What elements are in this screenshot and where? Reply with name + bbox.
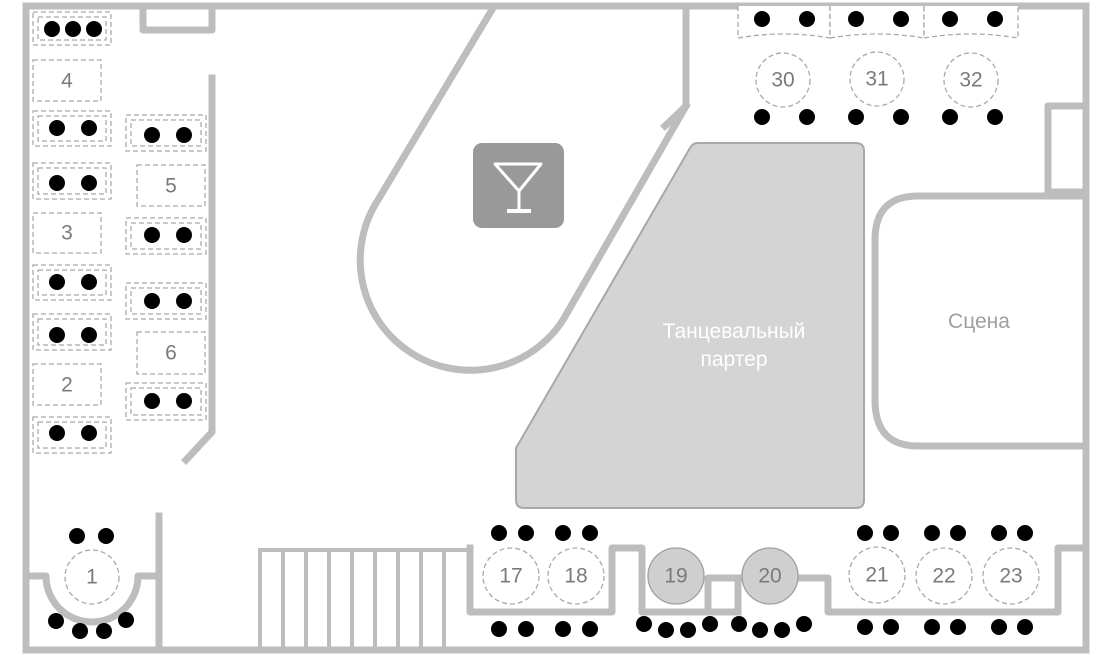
table-20[interactable]: 20 — [741, 547, 799, 605]
table-3-label: 3 — [61, 222, 73, 245]
table-1[interactable]: 1 — [48, 528, 134, 639]
dance-floor: Танцевальный партер — [515, 142, 865, 509]
stage-label: Сцена — [948, 310, 1010, 333]
seat-block[interactable] — [125, 217, 207, 255]
table-3[interactable]: 3 — [32, 212, 102, 254]
table-30[interactable]: 30 — [755, 52, 811, 108]
table-18-label: 18 — [564, 565, 587, 588]
table-32[interactable]: 32 — [943, 52, 999, 108]
table-23-label: 23 — [999, 565, 1022, 588]
second-column-tables: 5 6 — [125, 114, 207, 421]
table-30-label: 30 — [771, 69, 794, 92]
bottom-tables: 17 18 19 20 21 22 — [482, 525, 1040, 638]
seat-block[interactable] — [32, 416, 112, 454]
table-17-label: 17 — [499, 565, 522, 588]
table-23[interactable]: 23 — [982, 547, 1040, 605]
seat-block[interactable] — [32, 264, 112, 301]
table-1-label: 1 — [86, 566, 98, 589]
table-31[interactable]: 31 — [849, 51, 905, 107]
table-20-label: 20 — [758, 565, 781, 588]
seat-block[interactable] — [125, 114, 207, 152]
table-5[interactable]: 5 — [136, 164, 206, 207]
table-4[interactable]: 4 — [32, 59, 102, 102]
table-22-label: 22 — [932, 565, 955, 588]
seat-block[interactable] — [32, 11, 112, 46]
cocktail-glass-icon — [473, 143, 564, 228]
table-19[interactable]: 19 — [647, 547, 705, 605]
table-2[interactable]: 2 — [32, 363, 102, 406]
table-6-label: 6 — [165, 342, 177, 365]
table-22[interactable]: 22 — [915, 547, 973, 605]
table-17[interactable]: 17 — [482, 547, 540, 605]
table-32-label: 32 — [959, 69, 982, 92]
left-tables: 4 3 2 — [32, 11, 112, 454]
seat-block[interactable] — [125, 282, 207, 320]
seat-block[interactable] — [125, 382, 207, 421]
seat-block[interactable] — [32, 110, 112, 147]
walls — [22, 2, 1090, 654]
table-4-label: 4 — [61, 70, 73, 93]
seat-block[interactable] — [32, 313, 112, 351]
table-31-label: 31 — [865, 68, 888, 91]
table-2-label: 2 — [61, 374, 73, 397]
top-booths: 30 31 32 — [737, 6, 1019, 125]
table-18[interactable]: 18 — [547, 547, 605, 605]
table-21[interactable]: 21 — [848, 546, 906, 604]
seat-block[interactable] — [32, 162, 112, 200]
dance-floor-label-line1: Танцевальный — [663, 320, 806, 343]
table-19-label: 19 — [664, 565, 687, 588]
dance-floor-label-line2: партер — [700, 348, 767, 371]
table-21-label: 21 — [865, 564, 888, 587]
staircase — [258, 548, 470, 648]
table-5-label: 5 — [165, 175, 177, 198]
table-6[interactable]: 6 — [136, 331, 206, 375]
